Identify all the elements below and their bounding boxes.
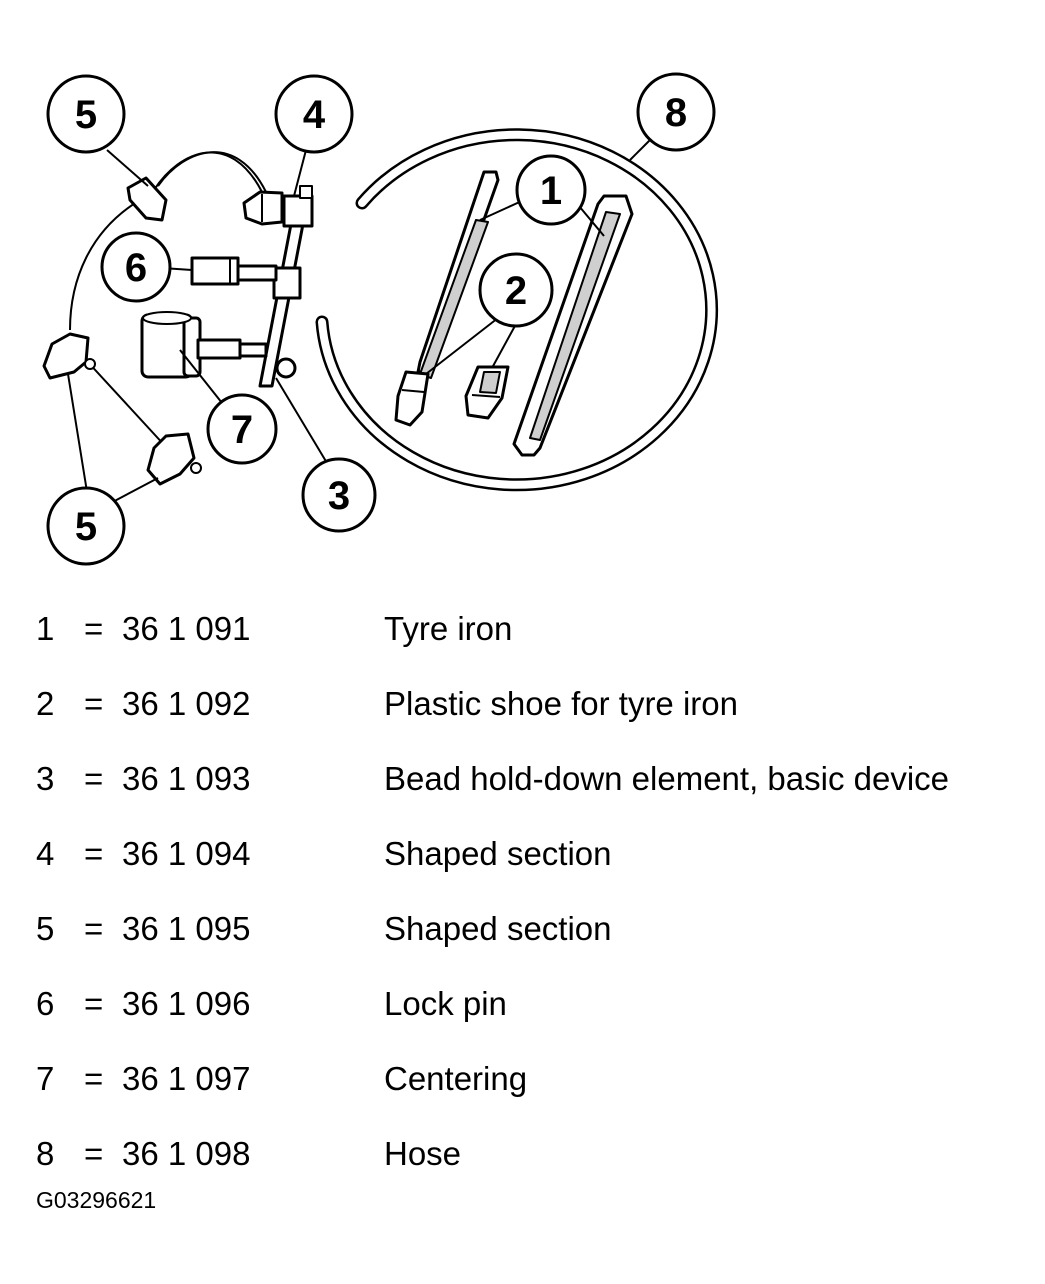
legend-number: 7 xyxy=(36,1060,55,1097)
tyre-iron-left-illustration xyxy=(394,170,500,427)
callout-2-label: 2 xyxy=(505,269,527,313)
tool-kit-diagram: 5 4 8 1 6 2 7 3 5 xyxy=(42,72,719,566)
callout-2: 2 xyxy=(478,252,554,328)
legend-row: 7 = 36 1 097 Centering xyxy=(0,1054,1045,1104)
centering-illustration xyxy=(140,311,268,379)
legend-number: 1 xyxy=(36,610,55,647)
callout-3-label: 3 xyxy=(328,474,350,518)
shaped-section-upper-clip-illustration xyxy=(126,176,168,222)
legend-description: Plastic shoe for tyre iron xyxy=(384,685,738,722)
legend-description: Lock pin xyxy=(384,985,507,1022)
legend-part-number: 36 1 091 xyxy=(122,610,251,647)
tyre-iron-right-illustration xyxy=(512,194,634,457)
legend-description: Bead hold-down element, basic device xyxy=(384,760,950,797)
callout-5-lower-label: 5 xyxy=(75,505,97,549)
callout-6: 6 xyxy=(100,231,172,303)
plastic-shoe-illustration xyxy=(464,365,510,420)
legend-number: 4 xyxy=(36,835,55,872)
lock-pin-illustration xyxy=(190,256,278,286)
legend-description: Shaped section xyxy=(384,910,612,947)
legend-row: 4 = 36 1 094 Shaped section xyxy=(0,829,1045,879)
shaped-section-left-clip-illustration xyxy=(42,332,96,380)
legend-description: Hose xyxy=(384,1135,462,1172)
legend-row: 1 = 36 1 091 Tyre iron xyxy=(0,604,1045,654)
legend-equals: = xyxy=(84,1135,104,1172)
callout-4-label: 4 xyxy=(303,93,326,137)
legend-row: 2 = 36 1 092 Plastic shoe for tyre iron xyxy=(0,679,1045,729)
shaped-section-right-clip-illustration xyxy=(146,432,202,486)
callout-1: 1 xyxy=(515,154,587,226)
figure-id: G03296621 xyxy=(36,1187,157,1213)
hose-illustration xyxy=(315,128,719,492)
legend-part-number: 36 1 095 xyxy=(122,910,251,947)
callout-8: 8 xyxy=(636,72,716,152)
legend-equals: = xyxy=(84,610,104,647)
bead-hold-down-device-illustration xyxy=(258,185,314,388)
legend-description: Shaped section xyxy=(384,835,612,872)
legend-part-number: 36 1 098 xyxy=(122,1135,251,1172)
callout-6-label: 6 xyxy=(125,246,147,290)
callout-8-label: 8 xyxy=(665,91,687,135)
legend-part-number: 36 1 094 xyxy=(122,835,251,872)
legend-number: 3 xyxy=(36,760,55,797)
shaped-section-top-illustration xyxy=(242,190,284,226)
legend-number: 6 xyxy=(36,985,55,1022)
callout-5-upper-label: 5 xyxy=(75,93,97,137)
legend-equals: = xyxy=(84,760,104,797)
legend-row: 8 = 36 1 098 Hose xyxy=(0,1129,1045,1179)
legend-equals: = xyxy=(84,910,104,947)
legend-row: 3 = 36 1 093 Bead hold-down element, bas… xyxy=(0,754,1045,804)
legend-equals: = xyxy=(84,835,104,872)
legend-part-number: 36 1 097 xyxy=(122,1060,251,1097)
legend-row: 6 = 36 1 096 Lock pin xyxy=(0,979,1045,1029)
callout-5-upper: 5 xyxy=(46,74,126,154)
callout-1-label: 1 xyxy=(540,169,562,213)
legend-description: Centering xyxy=(384,1060,528,1097)
legend-part-number: 36 1 093 xyxy=(122,760,251,797)
callout-5-lower: 5 xyxy=(46,486,126,566)
legend-number: 2 xyxy=(36,685,55,722)
legend-number: 5 xyxy=(36,910,55,947)
legend-number: 8 xyxy=(36,1135,55,1172)
callout-7-label: 7 xyxy=(231,408,253,452)
legend-description: Tyre iron xyxy=(384,610,513,647)
callout-7: 7 xyxy=(206,393,278,465)
legend-equals: = xyxy=(84,985,104,1022)
legend-equals: = xyxy=(84,1060,104,1097)
legend-part-number: 36 1 096 xyxy=(122,985,251,1022)
legend-equals: = xyxy=(84,685,104,722)
legend-part-number: 36 1 092 xyxy=(122,685,251,722)
callout-4: 4 xyxy=(274,74,354,154)
callout-3: 3 xyxy=(301,457,377,533)
legend-row: 5 = 36 1 095 Shaped section xyxy=(0,904,1045,954)
